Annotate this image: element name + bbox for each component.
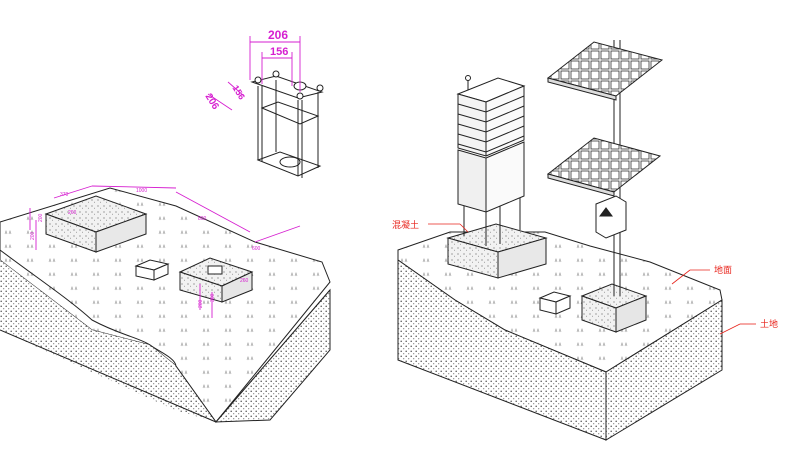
weather-station [456,75,526,246]
dim-block-depth: 200 [38,213,44,222]
dim-outer-width: 206 [268,28,288,42]
dim-inner-depth: 156 [230,83,246,101]
dim-outer-depth: 206 [203,92,221,112]
label-soil: 土地 [760,318,778,330]
left-pole-block [178,257,254,303]
label-concrete: 混凝土 [392,219,419,231]
label-ground-surface: 地面 [714,264,732,276]
anchor-dimension-lines [207,36,301,111]
callout-lines [428,223,756,335]
right-ground-block [397,231,723,441]
dim-side-a: 800 [198,216,207,222]
dim-block-height: 200 [30,231,36,240]
left-dimension-lines [29,185,301,318]
right-pole-block [580,283,648,333]
dim-side-b: 600 [252,246,261,252]
solar-pole [546,40,664,296]
left-concrete-block [44,195,148,253]
right-small-box [538,291,572,315]
dim-pole-block-depth: 200 [198,299,204,308]
right-concrete-block [446,223,548,279]
dim-inner-width: 156 [270,46,288,58]
dim-block-width: 260 [68,210,77,216]
dim-pole-block-height: 300 [210,293,216,302]
dim-top-a: 370 [60,192,69,198]
left-small-box [134,259,170,281]
dim-pole-block-width: 260 [240,278,249,284]
anchor-cage-detail [250,70,324,178]
dim-top-b: 1000 [136,188,147,194]
